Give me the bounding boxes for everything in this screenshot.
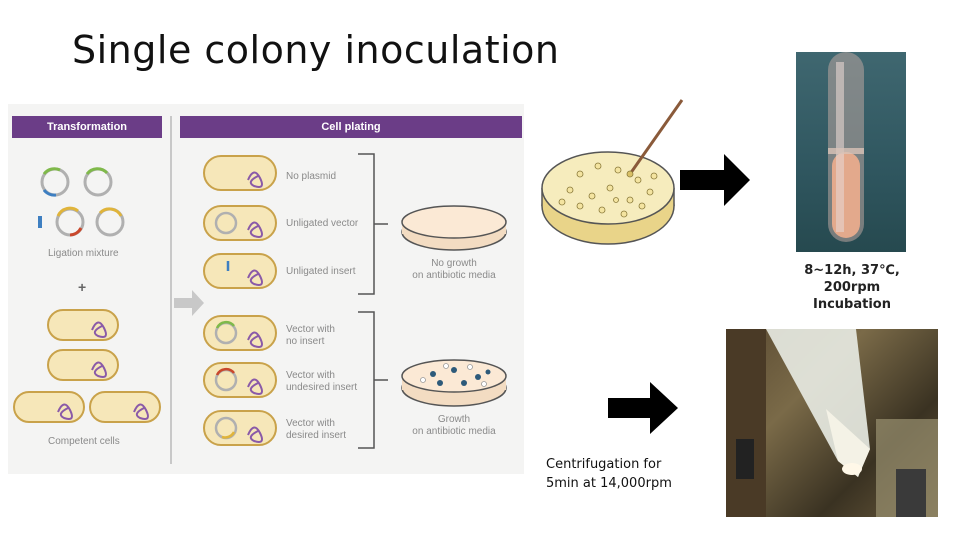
plate-label: Unligated insert <box>286 266 355 278</box>
competent-cells-label: Competent cells <box>48 436 120 448</box>
plated-cell-icon <box>204 156 276 445</box>
arrow-right-icon <box>680 154 752 206</box>
incubation-caption: 8~12h, 37℃, 200rpm Incubation <box>796 262 908 313</box>
plate-label: Unligated vector <box>286 218 358 230</box>
cloning-figure: Transformation Cell plating <box>8 104 524 474</box>
plate-label: No plasmid <box>286 171 336 183</box>
petri-dish-no-growth-icon <box>402 206 506 250</box>
slide-title: Single colony inoculation <box>72 28 560 72</box>
centrifugation-caption: Centrifugation for 5min at 14,000rpm <box>546 455 672 493</box>
ligation-label: Ligation mixture <box>48 248 119 260</box>
centrifuge-tube-photo <box>726 329 938 517</box>
process-arrow-icon <box>174 290 204 316</box>
culture-tube-photo <box>796 52 906 252</box>
petri-dish-growth-icon <box>402 360 506 406</box>
plus-sign: + <box>78 281 86 293</box>
plasmid-icon <box>40 169 123 235</box>
inoculation-plate-illustration <box>540 96 690 256</box>
arrow-right-icon <box>608 382 680 434</box>
